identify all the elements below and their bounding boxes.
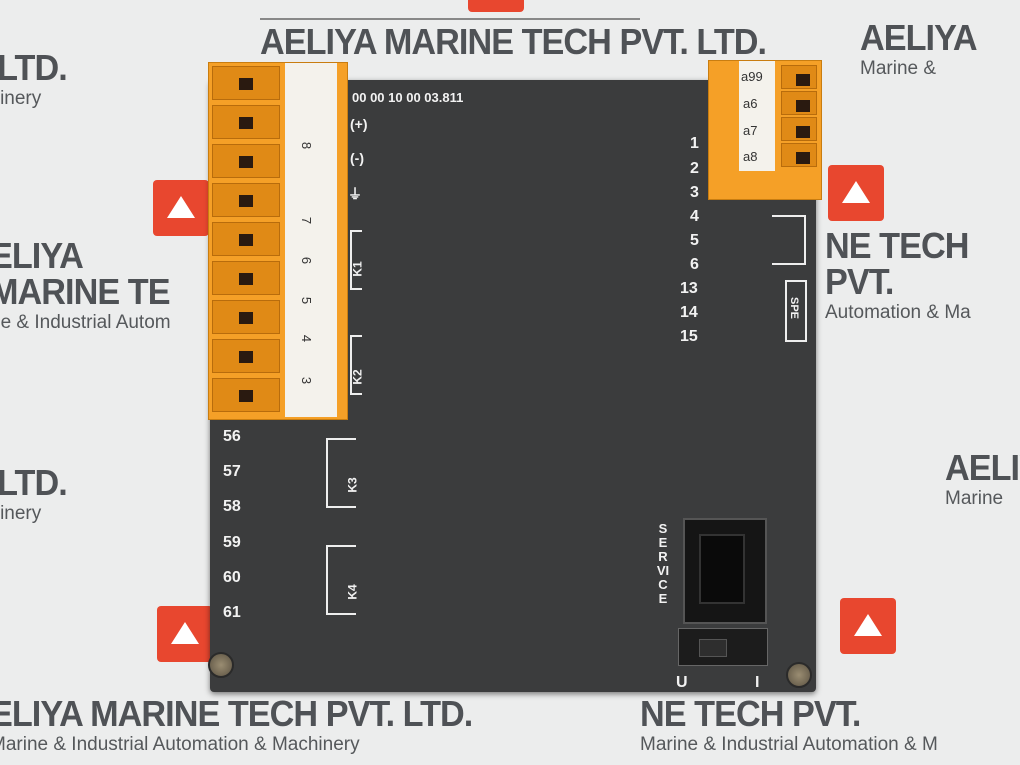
terminal-slot[interactable] xyxy=(781,65,817,89)
terminal-slot[interactable] xyxy=(212,144,280,178)
terminal-4: 4 xyxy=(690,208,699,225)
watermark: . LTD.chinery xyxy=(0,462,68,525)
terminal-6: 6 xyxy=(690,256,699,273)
switch-i-label: I xyxy=(755,674,760,691)
terminal-slot[interactable] xyxy=(781,143,817,167)
watermark: ELIYA MARINE TECH PVT. LTD.Marine & Indu… xyxy=(0,693,473,756)
terminal-slot[interactable] xyxy=(212,183,280,217)
right-terminal-block[interactable]: a99 a6 a7 a8 xyxy=(708,60,822,200)
k2-label: K2 xyxy=(350,369,365,385)
terminal-slot[interactable] xyxy=(212,105,280,139)
terminal-56: 56 xyxy=(223,428,241,445)
watermark-logo xyxy=(468,0,524,12)
relay-k2-symbol xyxy=(350,335,362,395)
terminal-slot[interactable] xyxy=(212,378,280,412)
watermark-logo xyxy=(153,180,209,236)
terminal-slot[interactable] xyxy=(212,261,280,295)
service-port[interactable] xyxy=(683,518,767,624)
terminal-14: 14 xyxy=(680,304,698,321)
service-label: SERVICE xyxy=(656,521,670,606)
terminal-3: 3 xyxy=(690,184,699,201)
terminal-slot[interactable] xyxy=(212,300,280,334)
watermark-logo xyxy=(840,598,896,654)
watermark-logo xyxy=(157,606,213,662)
terminal-59: 59 xyxy=(223,534,241,551)
minus-label: (-) xyxy=(350,150,364,166)
watermark: NE TECH PVT.Automation & Ma xyxy=(825,225,971,324)
plus-label: (+) xyxy=(350,116,368,132)
terminal-13: 13 xyxy=(680,280,698,297)
screw-icon xyxy=(786,662,812,688)
terminal-slot[interactable] xyxy=(781,117,817,141)
spe-label: SPE xyxy=(788,296,801,320)
part-number: 00 00 10 00 03.811 xyxy=(352,90,464,105)
screw-icon xyxy=(208,652,234,678)
terminal-57: 57 xyxy=(223,463,241,480)
terminal-15: 15 xyxy=(680,328,698,345)
terminal-58: 58 xyxy=(223,498,241,515)
u-i-switch[interactable] xyxy=(678,628,768,666)
terminal-1: 1 xyxy=(690,135,699,152)
terminal-slot[interactable] xyxy=(781,91,817,115)
watermark-logo xyxy=(828,165,884,221)
terminal-5: 5 xyxy=(690,232,699,249)
ground-icon: ⏚ xyxy=(348,186,362,202)
terminal-slot[interactable] xyxy=(212,339,280,373)
k3-label: K3 xyxy=(345,477,360,493)
terminal-slot[interactable] xyxy=(212,66,280,100)
terminal-61: 61 xyxy=(223,604,241,621)
terminal-60: 60 xyxy=(223,569,241,586)
relay-k1-symbol xyxy=(350,230,362,290)
k1-label: K1 xyxy=(350,261,365,277)
terminal-slot[interactable] xyxy=(212,222,280,256)
connector-label-strip: a99 a6 a7 a8 xyxy=(739,61,775,171)
relay-k4-symbol xyxy=(326,545,356,615)
spe-box: SPE xyxy=(785,280,807,342)
terminal-2: 2 xyxy=(690,160,699,177)
watermark: NE TECH PVT.Marine & Industrial Automati… xyxy=(640,693,938,756)
switch-u-label: U xyxy=(676,674,688,691)
contact-symbol xyxy=(772,215,806,265)
k4-label: K4 xyxy=(345,584,360,600)
label-strip: 8 7 6 5 4 3 xyxy=(285,63,337,417)
watermark: AELIYA MARINE TECH PVT. LTD. xyxy=(260,14,793,60)
relay-k3-symbol xyxy=(326,438,356,508)
watermark: . LTD.chinery xyxy=(0,47,68,110)
